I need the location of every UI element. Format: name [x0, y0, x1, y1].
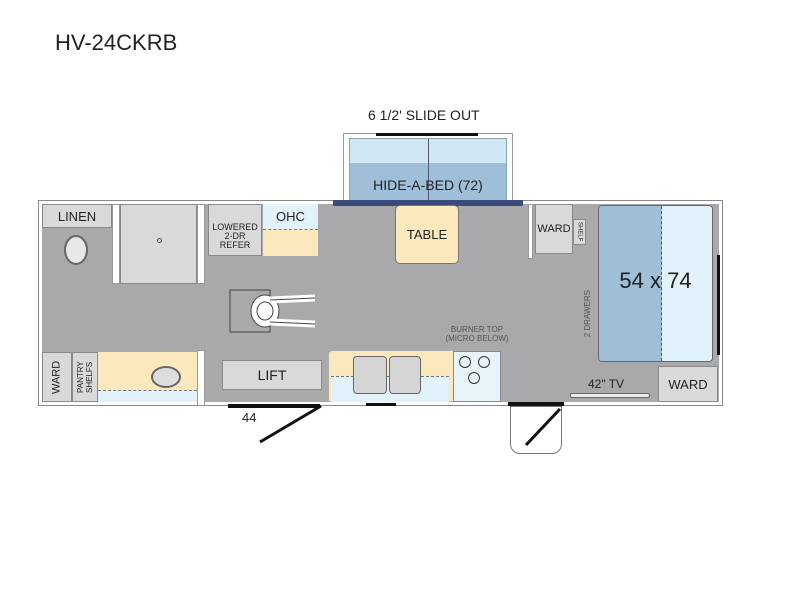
- wardrobe-top: WARD: [535, 204, 573, 254]
- shelf-label: SHELF: [576, 222, 583, 242]
- hide-a-bed: HIDE-A-BED (72): [349, 138, 507, 208]
- ward-bottom-right-label: WARD: [668, 376, 708, 392]
- bathroom-vanity: [98, 352, 197, 402]
- ward-label: WARD: [50, 360, 63, 394]
- drawers-label: 2 DRAWERS: [583, 290, 592, 338]
- table-label: TABLE: [406, 227, 448, 242]
- hide-a-bed-label: HIDE-A-BED (72): [373, 177, 483, 193]
- ward-top-label: WARD: [537, 222, 571, 235]
- toilet-icon: [64, 235, 88, 265]
- dinette-table: TABLE: [395, 205, 459, 264]
- wardrobe-left: WARD: [42, 352, 72, 402]
- wheelchair-icon: [229, 289, 316, 333]
- wall: [528, 204, 533, 259]
- wall: [112, 204, 120, 284]
- burner-icon: [468, 372, 480, 384]
- lift-label: LIFT: [257, 367, 287, 383]
- burner-icon: [478, 356, 490, 368]
- refrigerator: LOWERED 2-DR REFER: [208, 204, 262, 256]
- bed-size-label: 54 x 74: [619, 268, 692, 293]
- window: [717, 255, 720, 355]
- sink-icon: [151, 366, 181, 388]
- model-title: HV-24CKRB: [55, 30, 178, 55]
- door-swing-line: [524, 407, 562, 447]
- bed: 54 x 74: [598, 205, 713, 362]
- lift-door: [228, 404, 320, 408]
- pantry-label: PANTRY: [76, 361, 85, 393]
- shelfs-label: SHELFS: [85, 361, 94, 393]
- entry-door[interactable]: [508, 402, 564, 406]
- wall: [197, 350, 205, 406]
- burner-top-label: BURNER TOP: [450, 325, 504, 334]
- wardrobe-bottom-right: WARD: [658, 366, 718, 402]
- window: [366, 403, 396, 406]
- slide-window: [376, 133, 478, 136]
- sink-right: [389, 356, 421, 394]
- micro-below-label: (MICRO BELOW): [445, 334, 509, 343]
- wall: [197, 204, 205, 284]
- wheelchair-lift[interactable]: LIFT: [222, 360, 322, 390]
- door-width-label: 44: [242, 410, 257, 425]
- pantry-shelves: PANTRY SHELFS: [72, 352, 98, 402]
- linen-label: LINEN: [57, 208, 97, 224]
- refer-label: LOWERED 2-DR REFER: [212, 221, 258, 250]
- slide-out-label: 6 1/2' SLIDE OUT: [368, 107, 480, 123]
- shelf: SHELF: [573, 219, 586, 245]
- linen-cabinet: LINEN: [42, 204, 112, 228]
- door-swing-line: [259, 404, 322, 444]
- stove: [453, 351, 501, 402]
- ohc-counter: OHC: [263, 204, 318, 256]
- ohc-label: OHC: [276, 208, 305, 224]
- tv: [570, 393, 650, 398]
- shower: [120, 204, 197, 284]
- burner-top-note: BURNER TOP (MICRO BELOW): [445, 325, 508, 343]
- kitchen-counter: [328, 350, 502, 402]
- burner-icon: [459, 356, 471, 368]
- slide-opening: [333, 200, 523, 206]
- tv-label: 42" TV: [588, 377, 625, 391]
- sink-left: [353, 356, 387, 394]
